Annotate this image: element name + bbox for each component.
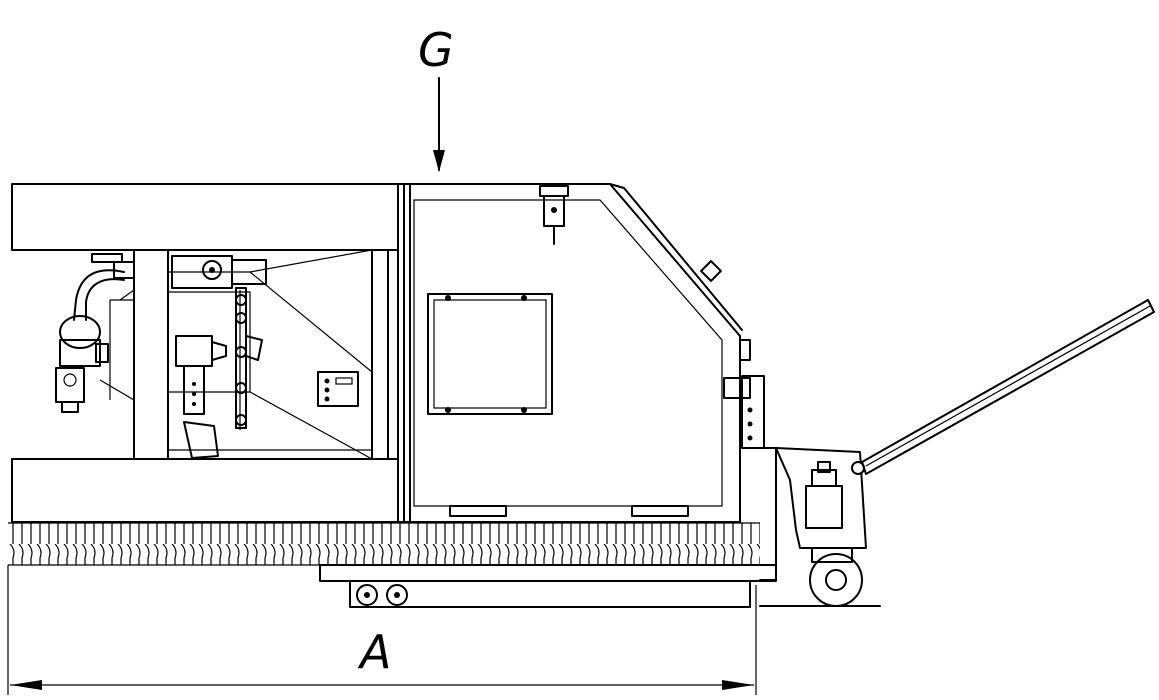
- view-direction-marker: G: [418, 23, 454, 172]
- left-frame-module: [11, 183, 399, 523]
- dimension-label: A: [357, 625, 391, 679]
- view-arrow-head: [433, 150, 445, 172]
- cabinet-housing: [397, 183, 743, 523]
- top-latch: [539, 185, 569, 245]
- drive-motor-assembly: [171, 255, 267, 459]
- view-label: G: [418, 23, 454, 77]
- side-handle: [700, 260, 722, 282]
- control-panel: [317, 371, 359, 407]
- side-hinge-assembly: [723, 339, 765, 449]
- inspection-window: [427, 293, 553, 415]
- pallet-jack: [319, 299, 1155, 608]
- dimension-a: A: [7, 565, 757, 695]
- hose-and-nozzle-assembly: [55, 253, 135, 413]
- floor-base: [8, 522, 760, 566]
